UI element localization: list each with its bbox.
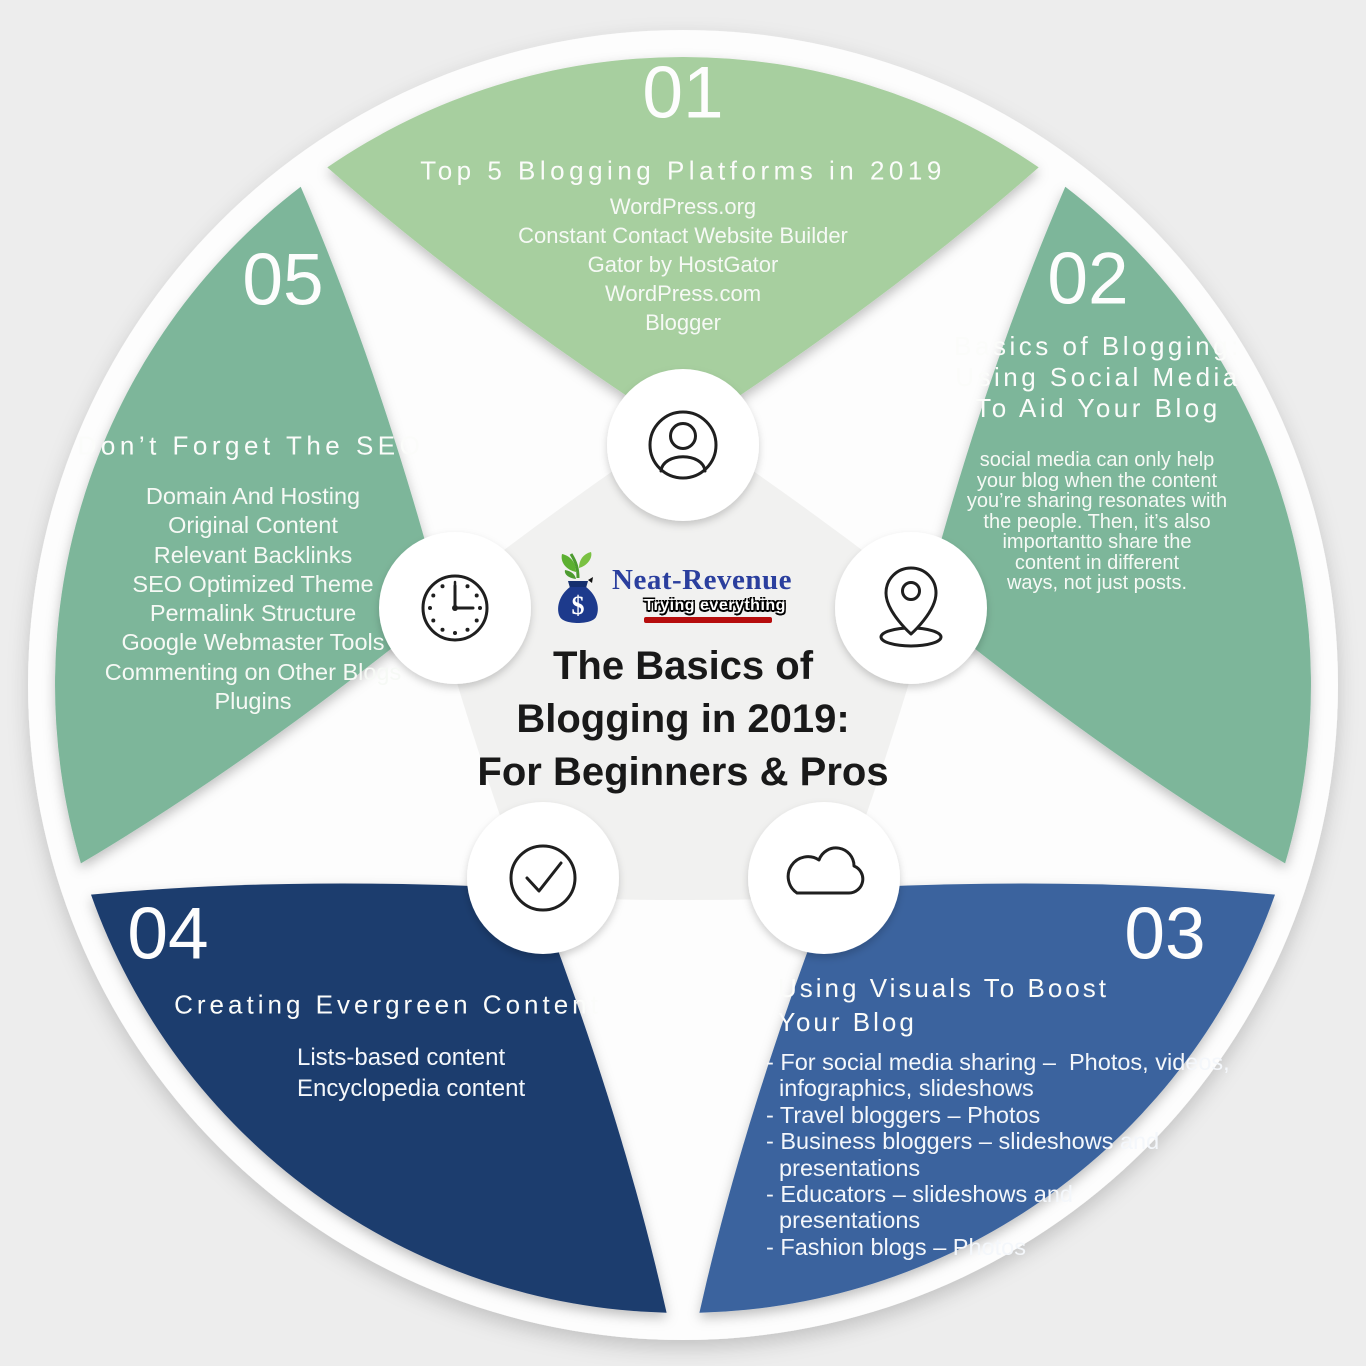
section-01-title: Top 5 Blogging Platforms in 2019 <box>420 155 946 186</box>
list-line: - Educators – slideshows and <box>766 1181 1073 1208</box>
list-line: presentations <box>766 1207 921 1234</box>
list-line: Domain And Hosting <box>145 483 361 509</box>
icon-circle-cloud <box>748 802 900 954</box>
list-line: Original Content <box>168 512 338 539</box>
clock-tick <box>465 584 470 589</box>
list-line: To Aid Your Blog <box>975 393 1221 423</box>
list-line: Google Webmaster Tools <box>121 629 385 656</box>
brand-tagline: Trying everything <box>644 597 786 614</box>
clock-tick <box>428 606 432 610</box>
section-01-number: 01 <box>642 52 724 134</box>
petal-01 <box>327 56 1039 434</box>
list-line: SEO Optimized Theme <box>132 570 374 597</box>
list-line: - Business bloggers – slideshows and <box>766 1128 1160 1155</box>
clock-tick <box>478 606 482 610</box>
list-line: Using Social Media <box>955 362 1241 392</box>
list-line: content in different <box>1014 551 1180 574</box>
list-line: presentations <box>766 1154 921 1181</box>
clock-tick <box>431 618 436 623</box>
list-line: Using Visuals To Boost <box>778 973 1109 1003</box>
list-line: Commenting on Other Blogs <box>104 658 402 685</box>
list-line: - For social media sharing – Photos, vid… <box>766 1049 1230 1075</box>
money-bag-icon: $ <box>558 552 598 623</box>
section-05-number: 05 <box>242 239 324 321</box>
center-title: The Basics of Blogging in 2019: For Beginn… <box>477 640 888 799</box>
list-line: - Travel bloggers – Photos <box>766 1101 1041 1128</box>
list-line: Permalink Structure <box>149 600 357 627</box>
brand-underline <box>644 617 772 623</box>
section-03-items: - For social media sharing – Photos, vid… <box>766 1049 1230 1260</box>
list-line: The Basics of <box>552 644 814 688</box>
center-blob <box>433 423 933 900</box>
list-line: Gator by HostGator <box>587 252 779 277</box>
list-line: WordPress.org <box>609 194 757 219</box>
clock-tick <box>431 593 436 598</box>
list-line: Constant Contact Website Builder <box>518 223 848 248</box>
list-line: - Fashion blogs – Photos <box>766 1233 1026 1260</box>
petal-03 <box>699 883 1275 1313</box>
list-line: WordPress.com <box>604 281 762 306</box>
clock-tick <box>474 593 479 598</box>
list-line: For Beginners & Pros <box>477 750 889 794</box>
user-avatar-icon <box>648 410 718 480</box>
list-line: Lists-based content <box>297 1044 506 1071</box>
check-circle-icon <box>509 844 577 912</box>
section-04-title: Creating Evergreen Content <box>174 989 602 1020</box>
petals-group <box>55 56 1311 1313</box>
list-line: Basics of Blogging: <box>954 331 1242 361</box>
cloud-icon <box>786 846 865 895</box>
list-line: Plugins <box>214 688 292 715</box>
petal-02 <box>922 186 1311 864</box>
list-line: infographics, slideshows <box>766 1075 1034 1102</box>
clock-tick <box>440 584 445 589</box>
list-line: Encyclopedia content <box>297 1075 526 1102</box>
icon-circle-user <box>607 369 759 521</box>
petal-04 <box>91 883 667 1313</box>
list-line: you’re sharing resonates with <box>966 490 1228 512</box>
petal-05 <box>55 186 444 864</box>
section-04-number: 04 <box>127 893 209 975</box>
location-pin-icon <box>879 566 943 648</box>
list-line: Your Blog <box>778 1007 917 1037</box>
list-line: social media can only help <box>979 449 1215 471</box>
list-line: the people. Then, it’s also <box>983 510 1211 533</box>
clock-tick <box>465 627 470 632</box>
clock-icon <box>421 574 489 642</box>
clock-tick <box>474 618 479 623</box>
section-03-number: 03 <box>1124 893 1206 975</box>
list-line: ways, not just posts. <box>1006 572 1188 594</box>
section-05-title: Don’t Forget The SEO <box>77 430 425 461</box>
list-line: Blogging in 2019: <box>516 697 850 741</box>
list-line: importantto share the <box>1002 531 1192 553</box>
list-line: Relevant Backlinks <box>153 541 353 568</box>
section-02-number: 02 <box>1047 238 1129 320</box>
clock-tick <box>453 631 457 635</box>
list-line: your blog when the content <box>976 469 1218 492</box>
list-line: Blogger <box>645 310 721 335</box>
icon-circle-check <box>467 802 619 954</box>
svg-text:$: $ <box>572 591 585 620</box>
clock-tick <box>440 627 445 632</box>
brand-name: Neat-Revenue <box>612 564 792 596</box>
